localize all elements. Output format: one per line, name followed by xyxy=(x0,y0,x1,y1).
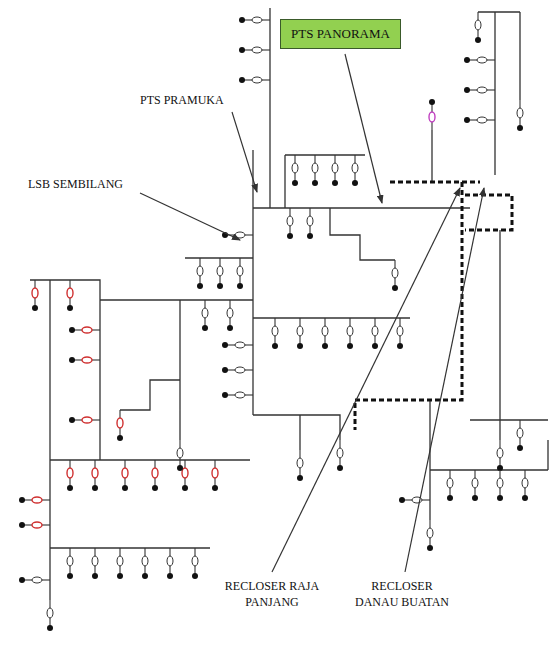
node-text: PTS PANORAMA xyxy=(291,26,390,42)
recloser-label: RECLOSER DANAU BUATAN xyxy=(352,578,452,610)
substation-label: PTS PRAMUKA xyxy=(140,92,224,108)
transformer-drops xyxy=(19,12,528,631)
recloser-zone xyxy=(355,182,512,430)
feeder-lines xyxy=(30,8,548,600)
leader-arrows xyxy=(140,54,484,572)
switch-label: LSB SEMBILANG xyxy=(28,176,123,192)
recloser-label: RECLOSER RAJA PANJANG xyxy=(222,578,322,610)
substation-box: PTS PANORAMA xyxy=(280,19,401,49)
